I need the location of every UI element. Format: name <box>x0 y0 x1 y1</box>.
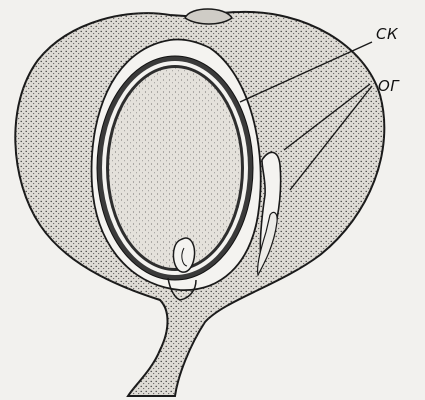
seed-interior <box>109 68 241 268</box>
label-og: ОГ <box>378 77 400 95</box>
stigma-remnant <box>185 9 232 24</box>
embryo <box>173 238 194 272</box>
label-sk: СК <box>376 25 399 43</box>
